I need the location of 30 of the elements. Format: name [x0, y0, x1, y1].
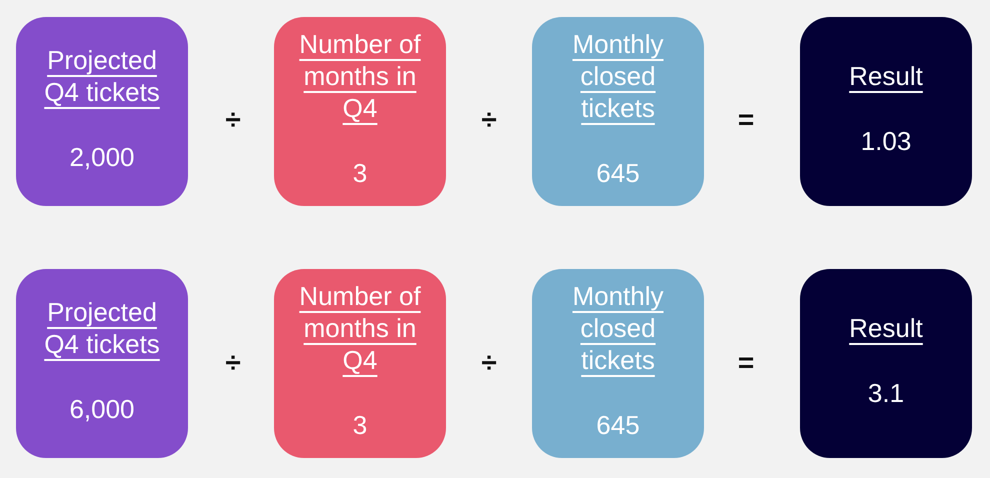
formula-box [16, 269, 188, 458]
operator-symbol: ÷ [225, 106, 241, 134]
operator-symbol: = [738, 106, 754, 134]
box-value: 6,000 [69, 393, 135, 425]
box-heading: Monthly closed tickets [571, 28, 665, 124]
box-heading: Number of months in Q4 [298, 280, 422, 376]
box-heading: Projected Q4 tickets [43, 296, 161, 360]
box-value: 1.03 [860, 125, 912, 157]
formula-box [274, 17, 446, 206]
operator-symbol: ÷ [481, 106, 497, 134]
box-value: 645 [596, 157, 640, 189]
formula-box [532, 269, 704, 458]
box-heading: Result [848, 60, 924, 92]
box-heading: Projected Q4 tickets [43, 44, 161, 108]
box-value: 2,000 [69, 141, 135, 173]
box-value: 3 [352, 157, 368, 189]
formula-box [532, 17, 704, 206]
box-value: 3 [352, 409, 368, 441]
box-value: 3.1 [868, 377, 904, 409]
box-heading: Number of months in Q4 [298, 28, 422, 124]
operator-symbol: = [738, 349, 754, 377]
operator-symbol: ÷ [481, 349, 497, 377]
formula-box [800, 269, 972, 458]
operator-symbol: ÷ [225, 349, 241, 377]
box-heading: Monthly closed tickets [571, 280, 665, 376]
box-value: 645 [596, 409, 640, 441]
formula-box [274, 269, 446, 458]
box-heading: Result [848, 312, 924, 344]
formula-box [16, 17, 188, 206]
formula-box [800, 17, 972, 206]
